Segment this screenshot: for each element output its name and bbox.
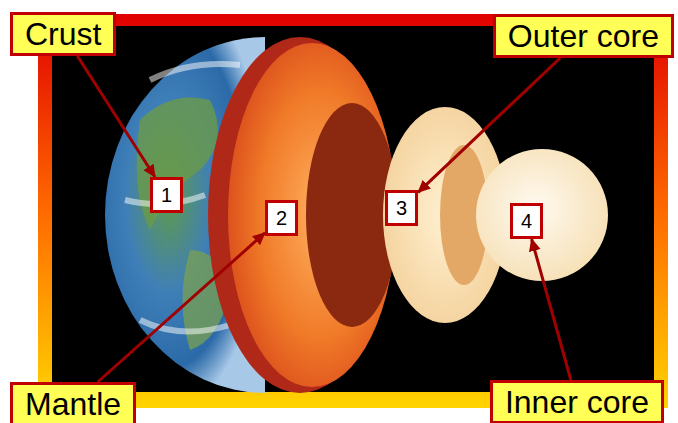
label-text: Mantle (25, 387, 121, 421)
layer-label: Crust (10, 12, 116, 56)
number-text: 4 (521, 210, 532, 232)
continent (137, 98, 218, 231)
callout-number: 1 (150, 177, 183, 213)
leader-arrow (418, 58, 560, 192)
leader-arrow (98, 233, 265, 382)
callout-number: 4 (510, 203, 543, 239)
leader-arrow (532, 239, 571, 380)
layer-label: Outer core (493, 14, 674, 58)
number-text: 1 (161, 184, 172, 206)
number-text: 2 (276, 207, 287, 229)
callout-number: 2 (265, 200, 298, 236)
frame (38, 14, 668, 408)
background (52, 26, 654, 392)
callout-number: 3 (385, 190, 418, 226)
leader-arrow (77, 56, 155, 177)
inner-core (476, 149, 608, 281)
number-text: 3 (396, 197, 407, 219)
label-text: Inner core (505, 385, 649, 419)
layer-label: Inner core (490, 380, 664, 423)
label-text: Crust (25, 17, 101, 51)
layer-label: Mantle (10, 382, 136, 423)
label-text: Outer core (508, 19, 659, 53)
